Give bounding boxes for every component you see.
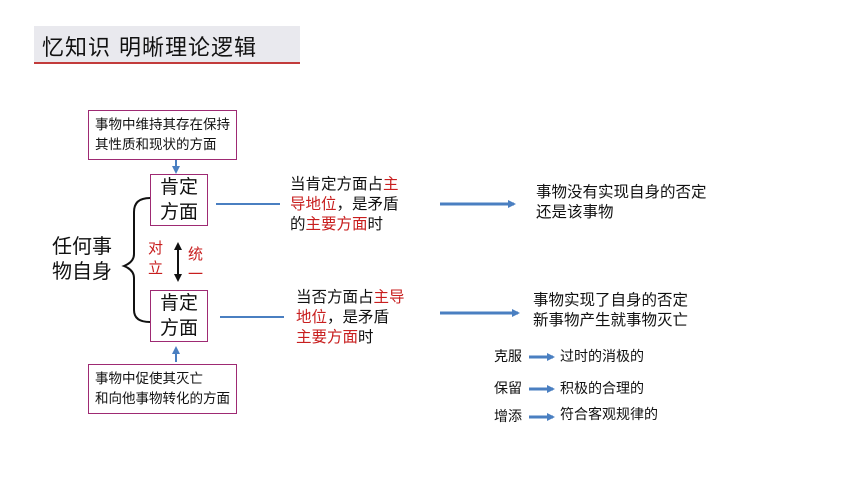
upper-result-text: 事物没有实现自身的否定 还是该事物: [536, 183, 707, 221]
unity-label: 统 一: [188, 245, 204, 283]
lower-aspect-box: 肯定 方面: [150, 290, 208, 342]
sublation-object-3: 符合客观规律的: [560, 407, 658, 423]
subject-label: 任何事 物自身: [52, 234, 112, 283]
sublation-verb-1: 克服: [494, 349, 522, 365]
sublation-object-1: 过时的消极的: [560, 349, 644, 365]
top-box-line-2: 其性质和现状的方面: [95, 137, 217, 153]
opposition-label: 对 立: [148, 239, 164, 277]
lower-result-text: 事物实现了自身的否定 新事物产生就事物灭亡: [533, 291, 689, 329]
page-title: 忆知识 明晰理论逻辑: [42, 36, 257, 61]
lower-condition-text: 当否方面占主导 地位，是矛盾 主要方面时: [296, 288, 405, 346]
bottom-description-box: 事物中促使其灭亡 和向他事物转化的方面: [88, 364, 237, 414]
bottom-box-line-2: 和向他事物转化的方面: [95, 391, 230, 407]
top-description-box: 事物中维持其存在保持 其性质和现状的方面: [88, 110, 237, 160]
upper-condition-text: 当肯定方面占主 导地位，是矛盾 的主要方面时: [290, 175, 399, 233]
sublation-object-2: 积极的合理的: [560, 381, 644, 397]
top-box-line-1: 事物中维持其存在保持: [95, 117, 230, 133]
bottom-box-line-1: 事物中促使其灭亡: [95, 371, 203, 387]
sublation-verb-2: 保留: [494, 381, 522, 397]
title-banner: [34, 26, 300, 64]
sublation-verb-3: 增添: [494, 409, 522, 425]
subject-bracket: [121, 197, 151, 323]
upper-aspect-box: 肯定 方面: [150, 174, 208, 226]
